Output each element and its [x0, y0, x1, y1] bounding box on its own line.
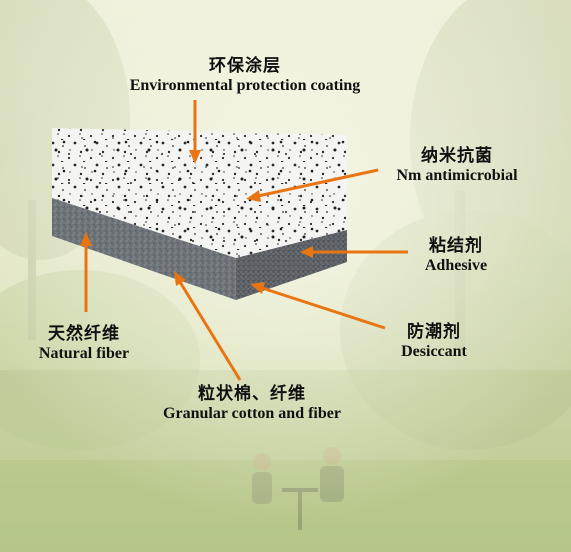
label-coating-cn: 环保涂层: [209, 56, 281, 76]
label-adhesive-cn: 粘结剂: [429, 236, 483, 256]
label-desiccant: 防潮剂 Desiccant: [378, 322, 490, 362]
arrow-coating: [189, 100, 201, 164]
arrow-desiccant: [250, 282, 386, 330]
label-adhesive-en: Adhesive: [424, 257, 488, 274]
board-left-edge: [52, 198, 236, 300]
label-desiccant-en: Desiccant: [401, 343, 467, 360]
arrow-antimicrobial: [246, 168, 379, 202]
label-granular-en: Granular cotton and fiber: [163, 405, 341, 422]
label-antimicrobial-en: Nm antimicrobial: [396, 167, 518, 184]
arrow-natural-fiber: [80, 232, 92, 312]
label-granular: 粒状棉、纤维 Granular cotton and fiber: [128, 384, 376, 424]
arrow-adhesive: [300, 246, 408, 258]
arrow-granular: [174, 271, 242, 381]
label-coating-en: Environmental protection coating: [129, 77, 361, 94]
label-natural-fiber-en: Natural fiber: [38, 345, 130, 362]
label-natural-fiber: 天然纤维 Natural fiber: [18, 324, 150, 364]
label-antimicrobial: 纳米抗菌 Nm antimicrobial: [372, 146, 542, 186]
label-adhesive: 粘结剂 Adhesive: [400, 236, 512, 276]
label-granular-cn: 粒状棉、纤维: [198, 384, 306, 404]
label-coating: 环保涂层 Environmental protection coating: [90, 56, 400, 96]
label-natural-fiber-cn: 天然纤维: [48, 324, 120, 344]
label-desiccant-cn: 防潮剂: [407, 322, 461, 342]
label-antimicrobial-cn: 纳米抗菌: [421, 146, 493, 166]
